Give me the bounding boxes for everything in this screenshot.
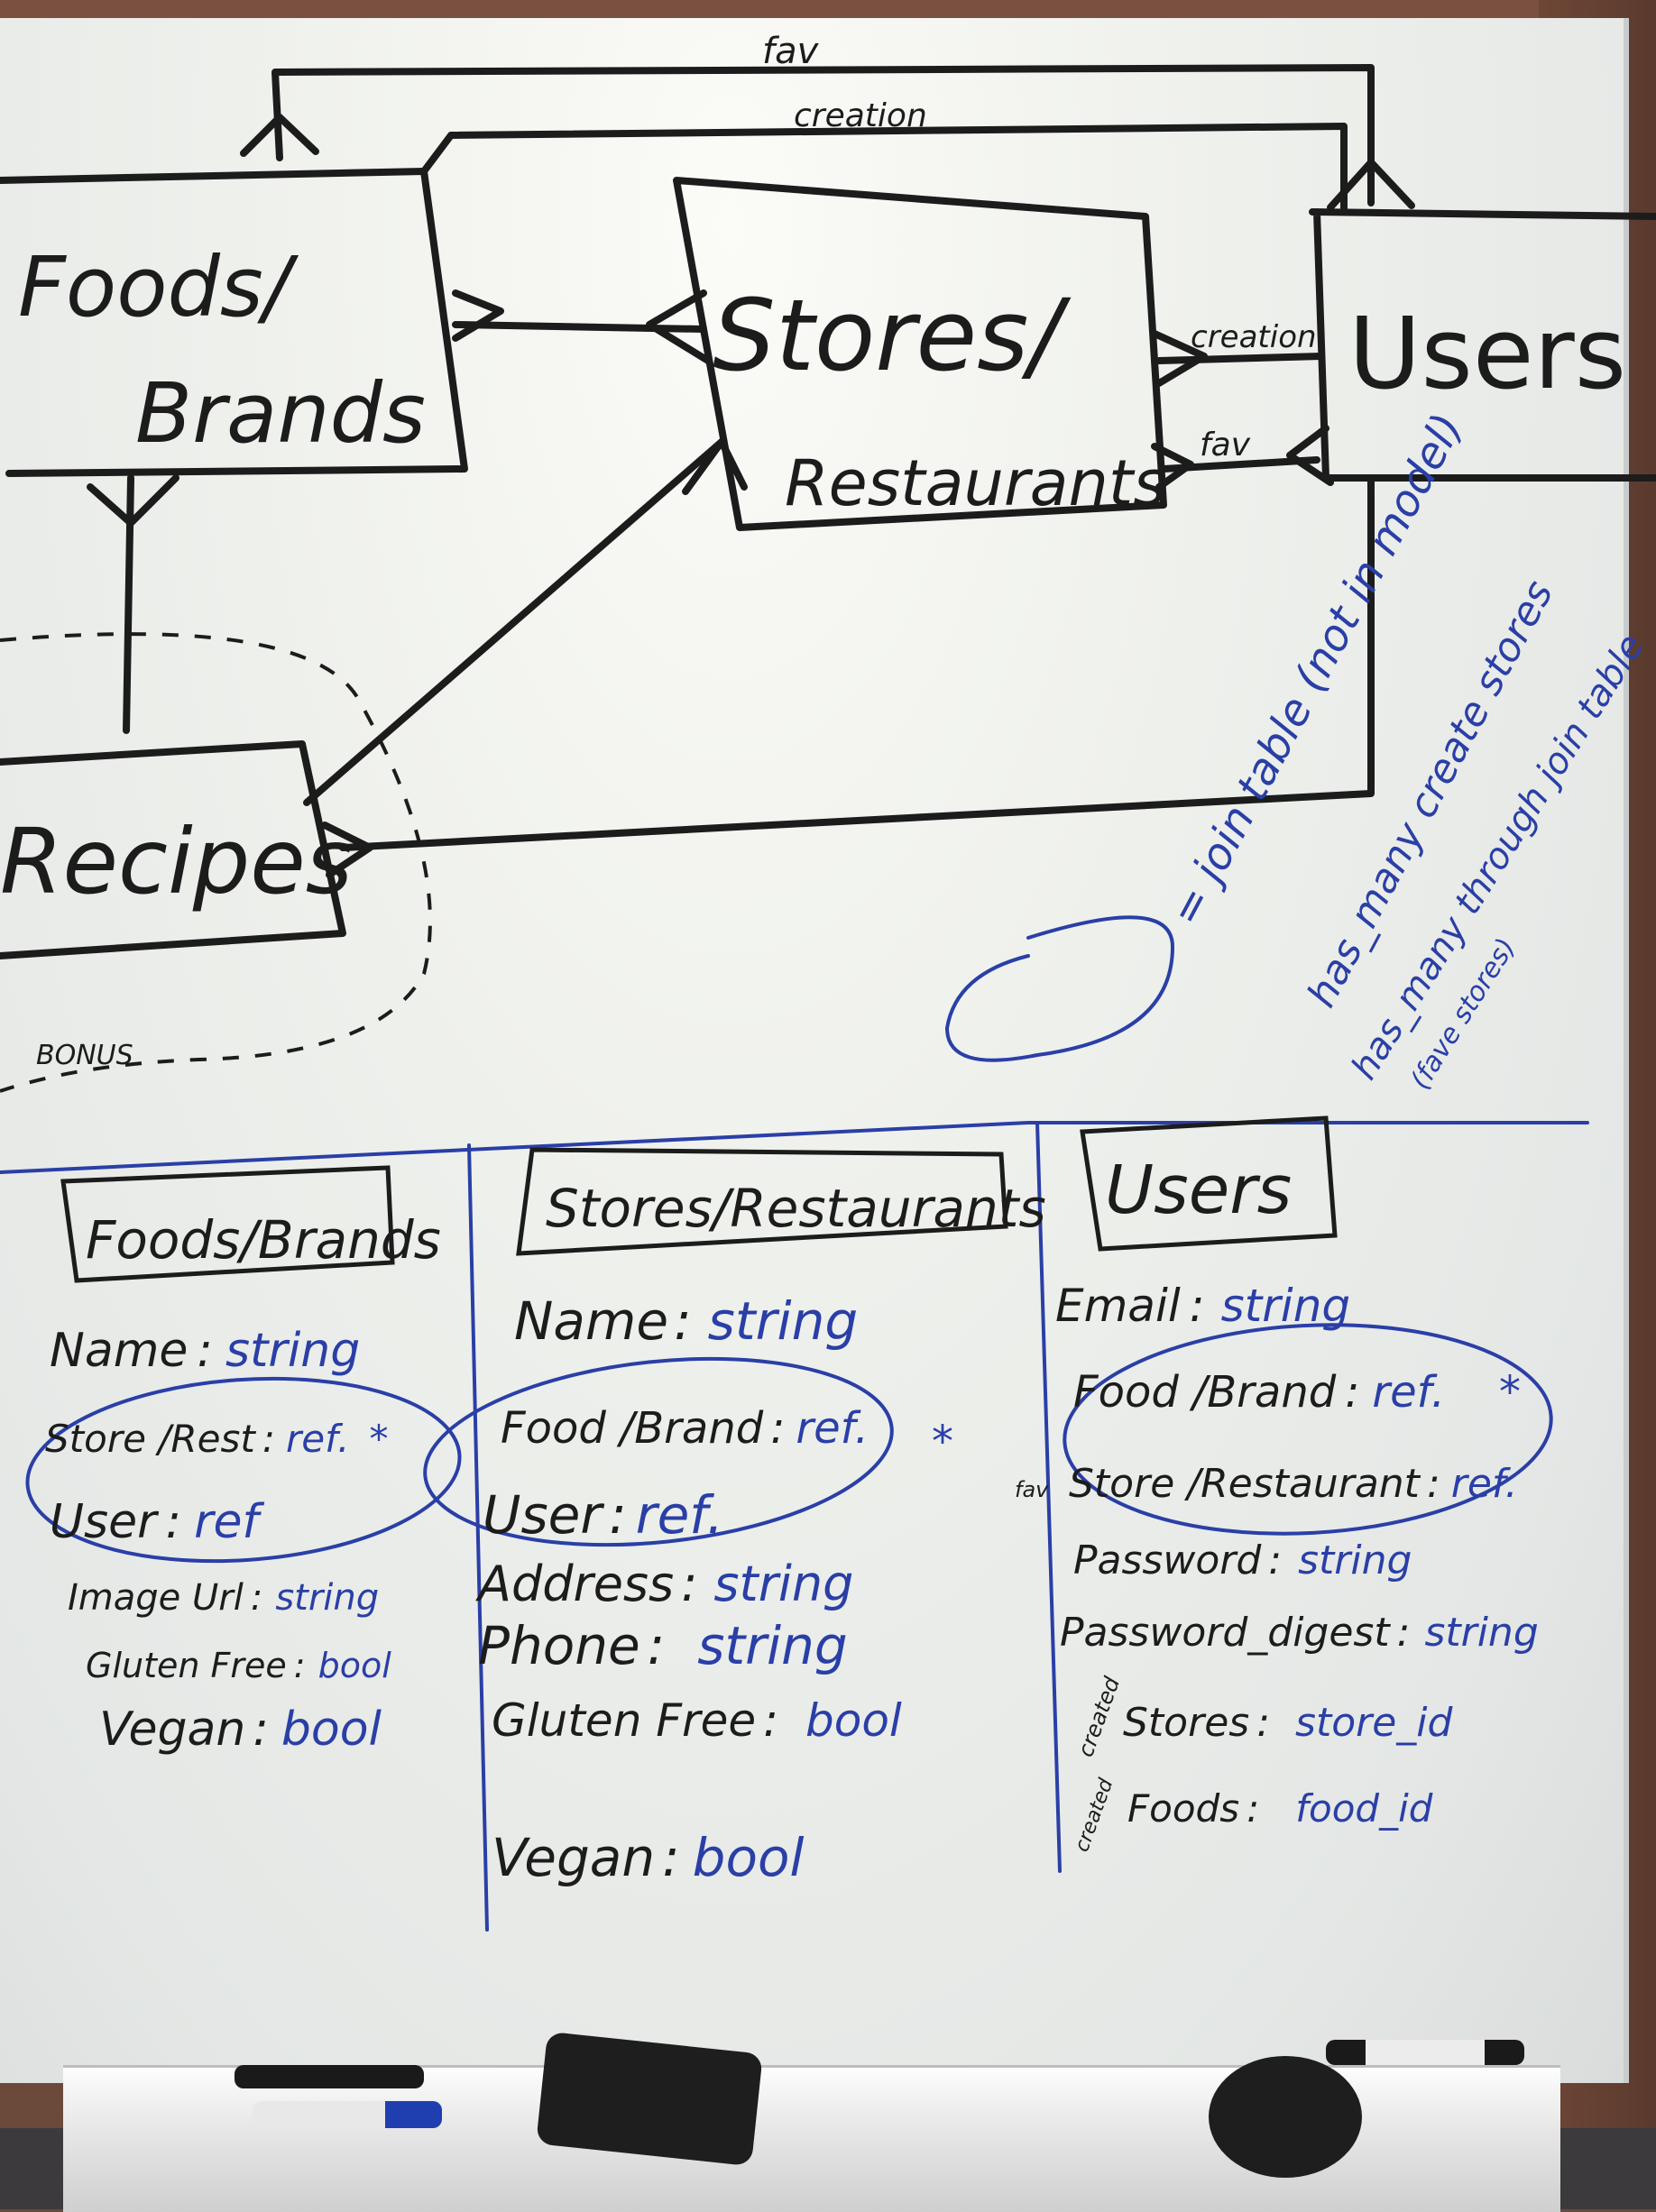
- users-table-fields: Email:string Food /Brand:ref.* fav Store…: [1015, 1280, 1539, 1855]
- field-row: Gluten Free:bool: [86, 1646, 391, 1685]
- stores-label-line1: Stores/: [713, 278, 1071, 393]
- blue-marker: [253, 2101, 442, 2128]
- field-row: Vegan:bool: [492, 1827, 805, 1888]
- field-row: Store /Rest:ref.*: [45, 1417, 388, 1461]
- table-title-boxes: [60, 1115, 1338, 1283]
- stores-users-fav-label: fav: [1200, 427, 1251, 464]
- field-row: Address:string: [475, 1556, 853, 1612]
- recipes-box: [0, 740, 346, 959]
- black-marker-right: [1326, 2040, 1524, 2065]
- foods-box: [0, 168, 468, 477]
- field-row: Image Url:string: [68, 1577, 379, 1619]
- creation-top-line: [420, 123, 1348, 216]
- stores-box: [673, 177, 1167, 531]
- stores-table-title: Stores/Restaurants: [546, 1178, 1046, 1239]
- er-diagram-lines: [0, 64, 1656, 959]
- legend-join-table: = join table (not in model): [1160, 406, 1473, 934]
- field-row: User:ref.: [483, 1484, 723, 1546]
- users-join-ellipse: [1063, 1323, 1553, 1536]
- field-row: Stores:store_id: [1123, 1700, 1453, 1746]
- field-row: User:ref: [50, 1495, 264, 1549]
- users-table-title: Users: [1105, 1152, 1292, 1229]
- stores-join-ellipse: [423, 1356, 894, 1547]
- bonus-dashed-outline: [0, 632, 432, 1093]
- cloud-symbol: [944, 915, 1175, 1062]
- black-marker: [235, 2065, 424, 2088]
- field-row: Gluten Free:bool: [492, 1694, 902, 1747]
- top-fav-label: fav: [762, 31, 820, 72]
- foods-label-line2: Brands: [135, 365, 426, 462]
- whiteboard: [0, 18, 1629, 2083]
- recipes-label: Recipes: [0, 809, 353, 914]
- field-row: Food /Brand:ref.*: [501, 1403, 953, 1467]
- section-divider-lines: [0, 915, 1589, 1932]
- field-row: Password_digest:string: [1060, 1610, 1539, 1656]
- stores-label-line2: Restaurants: [785, 446, 1166, 520]
- foods-table-fields: Name:string Store /Rest:ref.* User:ref I…: [45, 1324, 391, 1757]
- stores-table-fields: Name:string Food /Brand:ref.* User:ref. …: [475, 1290, 953, 1888]
- field-row: Email:string: [1055, 1280, 1350, 1332]
- field-row: Password:string: [1073, 1537, 1412, 1583]
- users-label: Users: [1348, 296, 1626, 411]
- field-row: Name:string: [50, 1324, 360, 1378]
- bonus-label: BONUS: [36, 1040, 133, 1071]
- foods-label-line1: Foods/: [18, 239, 299, 335]
- field-row: Foods:food_id: [1127, 1786, 1433, 1831]
- created-prefix: created: [1072, 1673, 1125, 1760]
- stores-users-creation-label: creation: [1191, 319, 1317, 355]
- round-eraser: [1209, 2056, 1362, 2178]
- fav-mark: fav: [1015, 1477, 1049, 1502]
- svg-text:= join table (not in model): = join table (not in model): [1160, 406, 1473, 934]
- field-row: Name:string: [514, 1290, 858, 1352]
- created-prefix: created: [1071, 1775, 1118, 1855]
- field-row: Food /Brand:ref.*: [1073, 1367, 1521, 1418]
- foods-join-ellipse: [25, 1376, 462, 1564]
- field-row: Store /Restaurant:ref.: [1069, 1461, 1518, 1507]
- top-creation-label: creation: [794, 97, 927, 134]
- field-row: Phone:string: [478, 1615, 848, 1676]
- field-row: Vegan:bool: [99, 1703, 382, 1757]
- foods-table-title: Foods/Brands: [86, 1209, 441, 1271]
